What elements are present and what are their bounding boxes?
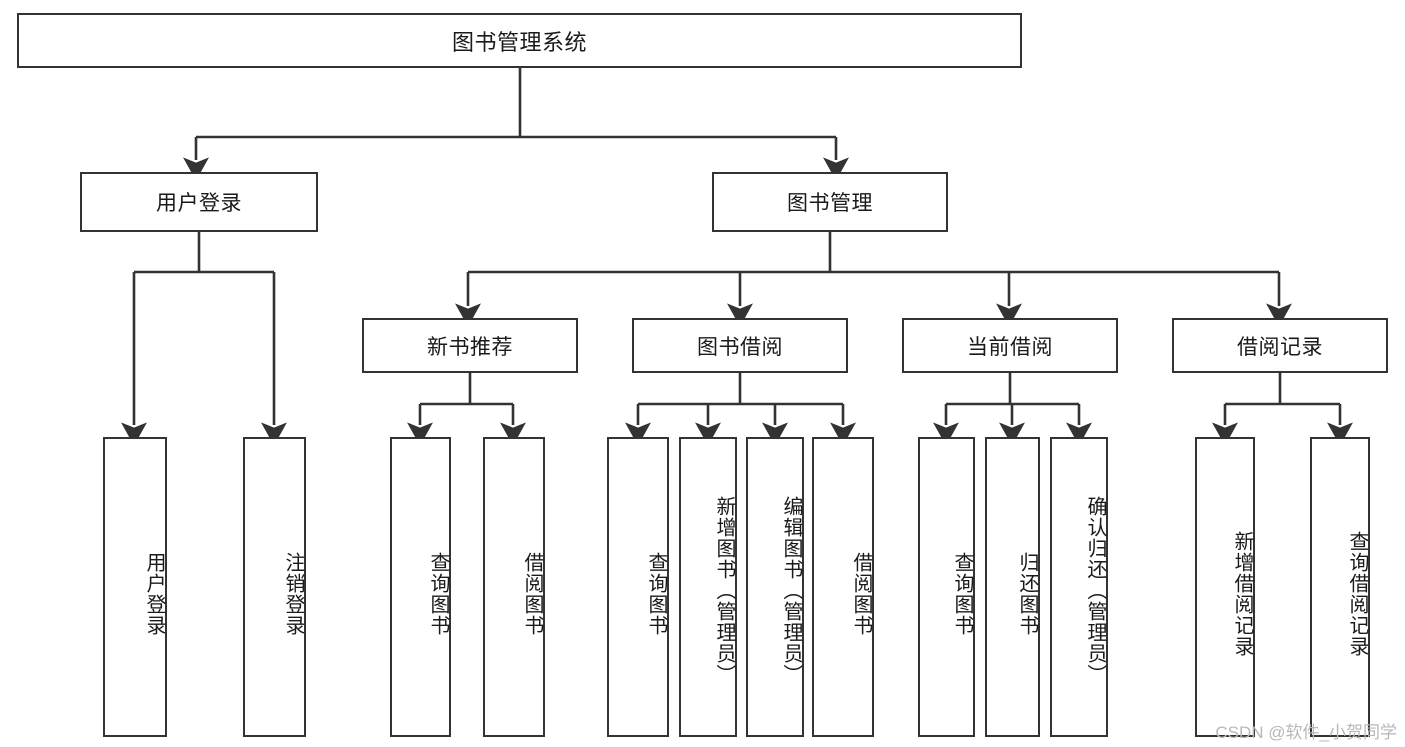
node-label: 图书管理 — [787, 192, 873, 215]
node-book-management[interactable]: 图书管理 — [712, 172, 948, 232]
node-label: 当前借阅 — [967, 335, 1053, 359]
node-borrow-record[interactable]: 借阅记录 — [1172, 318, 1388, 373]
leaf-query-book-current[interactable]: 查询图书 — [918, 437, 975, 737]
node-label: 新书推荐 — [427, 335, 513, 359]
node-label: 新增借阅记录 — [1231, 531, 1253, 657]
node-label: 查询图书 — [645, 552, 667, 636]
leaf-user-logout[interactable]: 注销登录 — [243, 437, 306, 737]
node-root-system[interactable]: 图书管理系统 — [17, 13, 1022, 68]
node-label: 图书借阅 — [697, 335, 783, 359]
node-label: 确认归还（管理员） — [1084, 495, 1106, 685]
leaf-user-login[interactable]: 用户登录 — [103, 437, 167, 737]
node-label: 查询借阅记录 — [1346, 531, 1368, 657]
node-label: 归还图书 — [1016, 552, 1038, 636]
node-user-login[interactable]: 用户登录 — [80, 172, 318, 232]
node-book-borrow[interactable]: 图书借阅 — [632, 318, 848, 373]
node-current-borrow[interactable]: 当前借阅 — [902, 318, 1118, 373]
node-label: 编辑图书（管理员） — [780, 495, 802, 685]
leaf-add-book-admin[interactable]: 新增图书（管理员） — [679, 437, 737, 737]
leaf-query-borrow-record[interactable]: 查询借阅记录 — [1310, 437, 1370, 737]
node-label: 查询图书 — [951, 552, 973, 636]
node-label: 借阅图书 — [850, 552, 872, 636]
node-label: 注销登录 — [282, 552, 304, 636]
node-label: 图书管理系统 — [451, 29, 587, 55]
leaf-borrow-book[interactable]: 借阅图书 — [812, 437, 874, 737]
leaf-confirm-return-admin[interactable]: 确认归还（管理员） — [1050, 437, 1108, 737]
leaf-add-borrow-record[interactable]: 新增借阅记录 — [1195, 437, 1255, 737]
watermark-text: CSDN @软件_小贺同学 — [1215, 723, 1397, 742]
node-label: 借阅图书 — [521, 552, 543, 636]
leaf-query-book-borrow[interactable]: 查询图书 — [607, 437, 669, 737]
node-label: 用户登录 — [143, 552, 165, 636]
leaf-borrow-book-recommend[interactable]: 借阅图书 — [483, 437, 545, 737]
leaf-edit-book-admin[interactable]: 编辑图书（管理员） — [746, 437, 804, 737]
node-label: 查询图书 — [427, 552, 449, 636]
leaf-query-book-recommend[interactable]: 查询图书 — [390, 437, 451, 737]
node-label: 借阅记录 — [1237, 335, 1323, 359]
node-label: 新增图书（管理员） — [713, 495, 735, 685]
node-label: 用户登录 — [156, 192, 242, 215]
node-new-book-recommend[interactable]: 新书推荐 — [362, 318, 578, 373]
leaf-return-book[interactable]: 归还图书 — [985, 437, 1040, 737]
